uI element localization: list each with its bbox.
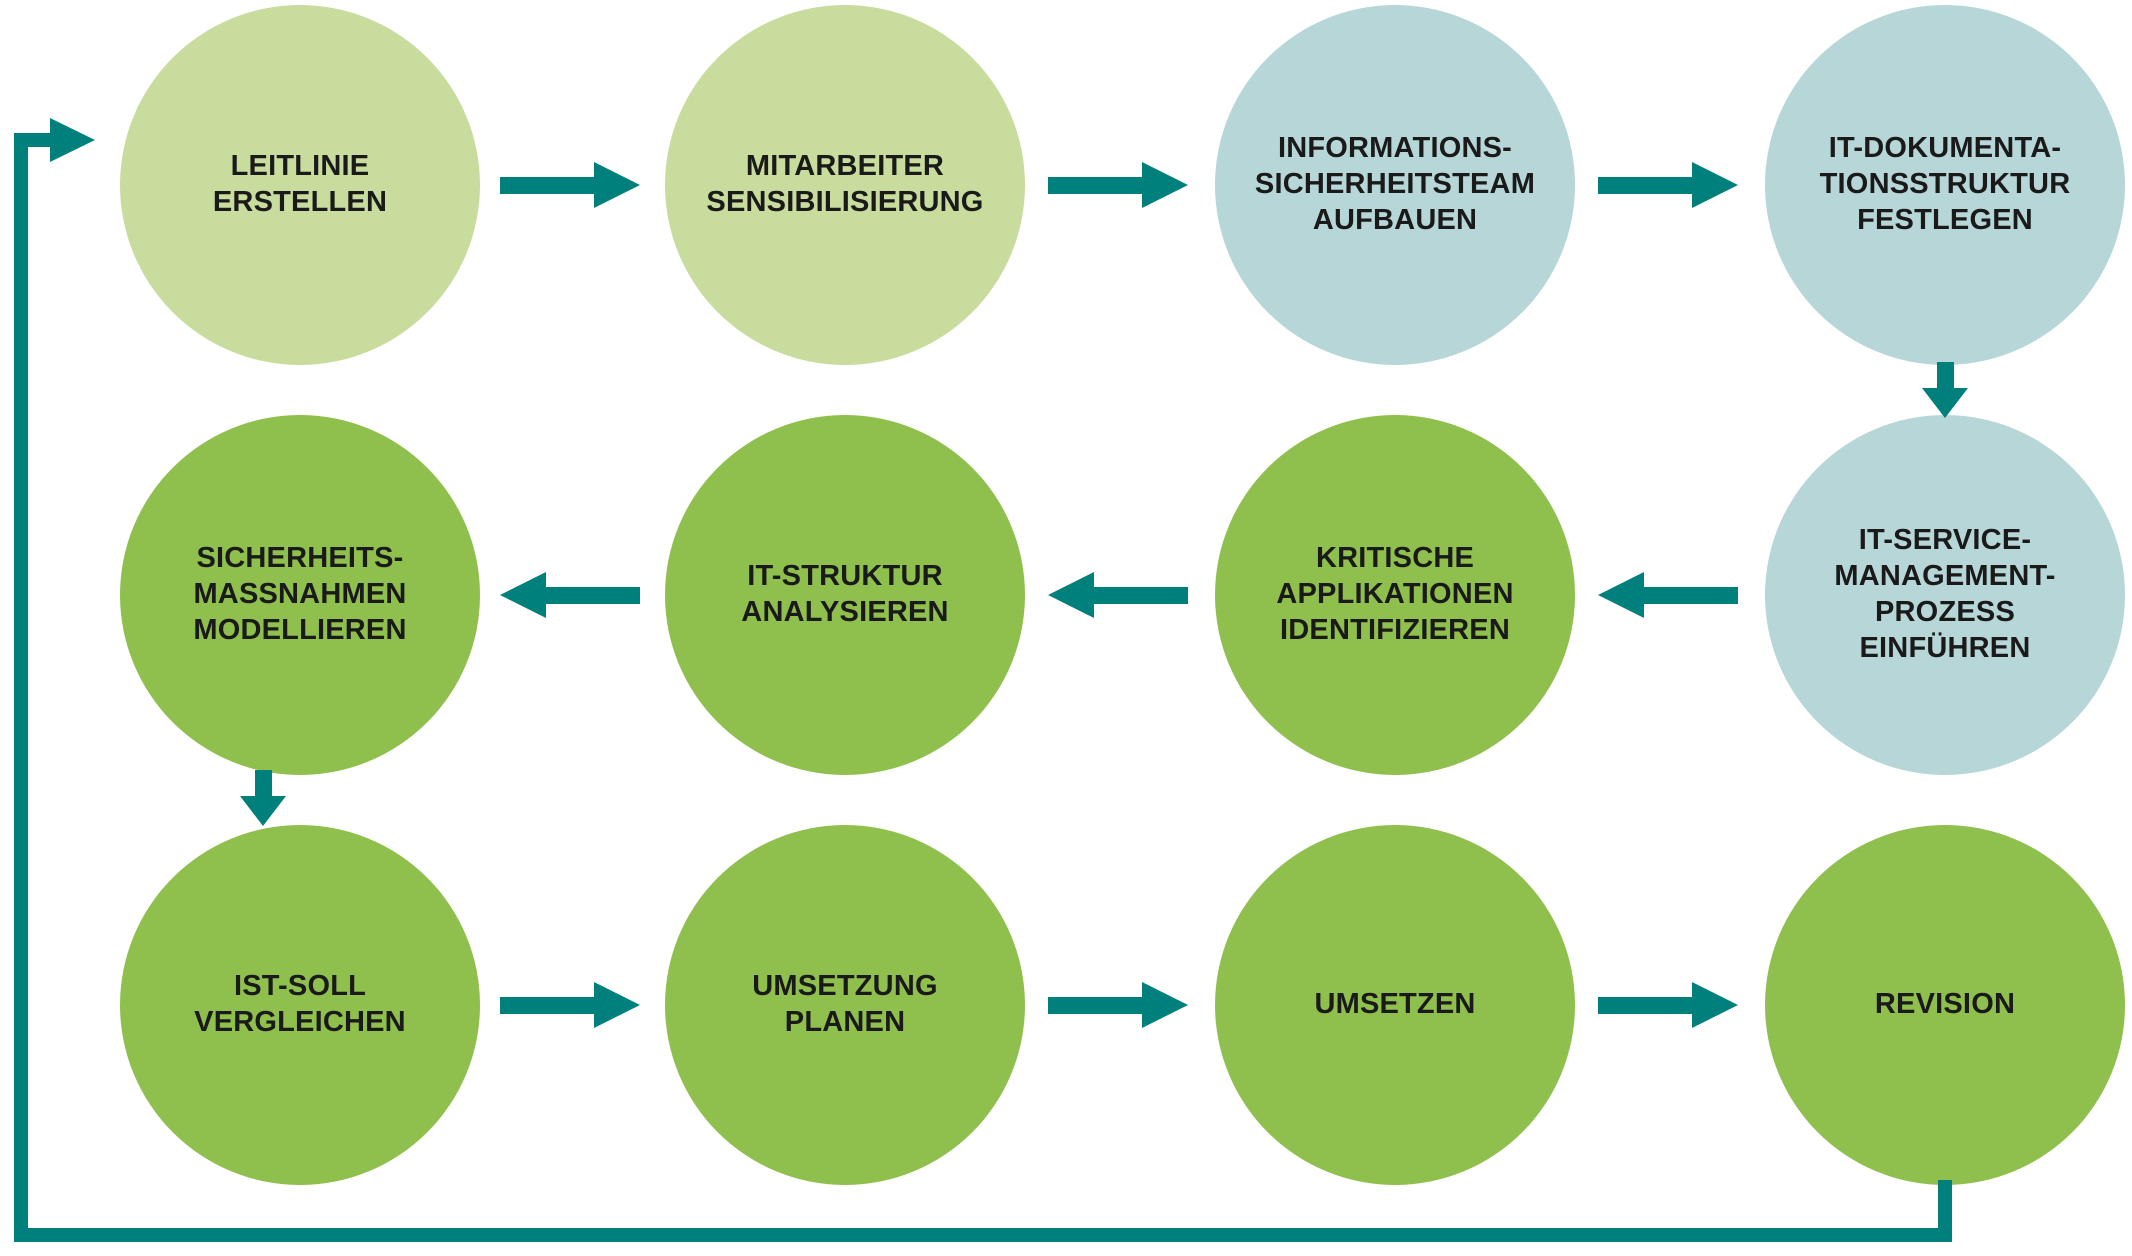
- arrow-shaft: [546, 586, 640, 604]
- node-umsetzen: UMSETZEN: [1215, 825, 1575, 1185]
- node-label: IT-STRUKTUR ANALYSIEREN: [741, 560, 949, 628]
- flow-arrow-right-icon: [1048, 162, 1188, 208]
- loop-line-left: [14, 133, 28, 1242]
- arrow-head: [594, 982, 640, 1028]
- node-it-service-management-prozess-einfuehren: IT-SERVICE- MANAGEMENT- PROZESS EINFÜHRE…: [1765, 415, 2125, 775]
- node-label: INFORMATIONS- SICHERHEITSTEAM AUFBAUEN: [1254, 132, 1536, 236]
- node-label: UMSETZEN: [1314, 988, 1476, 1021]
- arrow-shaft: [500, 996, 594, 1014]
- node-label: UMSETZUNG PLANEN: [752, 970, 938, 1038]
- arrow-head: [500, 572, 546, 618]
- node-label: REVISION: [1874, 988, 2016, 1021]
- arrow-shaft: [254, 770, 272, 796]
- node-umsetzung-planen: UMSETZUNG PLANEN: [665, 825, 1025, 1185]
- arrow-shaft: [1598, 176, 1692, 194]
- arrow-head: [1142, 982, 1188, 1028]
- flow-arrow-down-icon: [240, 770, 286, 826]
- arrow-shaft: [1094, 586, 1188, 604]
- flow-arrow-left-icon: [1048, 572, 1188, 618]
- node-mitarbeiter-sensibilisierung: MITARBEITER SENSIBILISIERUNG: [665, 5, 1025, 365]
- node-revision: REVISION: [1765, 825, 2125, 1185]
- loop-arrow-head-icon: [50, 118, 95, 162]
- node-leitlinie-erstellen: LEITLINIE ERSTELLEN: [120, 5, 480, 365]
- arrow-head: [1142, 162, 1188, 208]
- loop-line-return-shaft: [28, 133, 50, 147]
- arrow-shaft: [1936, 362, 1954, 388]
- arrow-head: [1922, 388, 1968, 418]
- node-label: IT-DOKUMENTA- TIONSSTRUKTUR FESTLEGEN: [1819, 132, 2071, 236]
- node-label: SICHERHEITS- MASSNAHMEN MODELLIEREN: [193, 542, 407, 646]
- node-it-struktur-analysieren: IT-STRUKTUR ANALYSIEREN: [665, 415, 1025, 775]
- arrow-head: [1692, 982, 1738, 1028]
- arrow-head: [1692, 162, 1738, 208]
- node-label: IT-SERVICE- MANAGEMENT- PROZESS EINFÜHRE…: [1834, 524, 2056, 664]
- node-kritische-applikationen-identifizieren: KRITISCHE APPLIKATIONEN IDENTIFIZIEREN: [1215, 415, 1575, 775]
- arrow-shaft: [500, 176, 594, 194]
- flow-arrow-right-icon: [1598, 982, 1738, 1028]
- flow-arrow-right-icon: [1048, 982, 1188, 1028]
- arrow-shaft: [1048, 996, 1142, 1014]
- flow-arrow-down-icon: [1922, 362, 1968, 418]
- flow-arrow-right-icon: [500, 982, 640, 1028]
- flow-arrow-left-icon: [1598, 572, 1738, 618]
- node-label: MITARBEITER SENSIBILISIERUNG: [706, 150, 984, 218]
- flow-arrow-left-icon: [500, 572, 640, 618]
- node-label: IST-SOLL VERGLEICHEN: [194, 970, 406, 1038]
- node-label: LEITLINIE ERSTELLEN: [212, 150, 388, 218]
- node-informationssicherheitsteam-aufbauen: INFORMATIONS- SICHERHEITSTEAM AUFBAUEN: [1215, 5, 1575, 365]
- node-sicherheitsmassnahmen-modellieren: SICHERHEITS- MASSNAHMEN MODELLIEREN: [120, 415, 480, 775]
- flow-arrow-right-icon: [1598, 162, 1738, 208]
- loop-line-revision-drop: [1938, 1180, 1952, 1242]
- arrow-shaft: [1048, 176, 1142, 194]
- node-ist-soll-vergleichen: IST-SOLL VERGLEICHEN: [120, 825, 480, 1185]
- arrow-head: [1048, 572, 1094, 618]
- node-it-dokumentationsstruktur-festlegen: IT-DOKUMENTA- TIONSSTRUKTUR FESTLEGEN: [1765, 5, 2125, 365]
- arrow-head: [240, 796, 286, 826]
- node-label: KRITISCHE APPLIKATIONEN IDENTIFIZIEREN: [1276, 542, 1514, 646]
- flow-arrow-right-icon: [500, 162, 640, 208]
- arrow-head: [1598, 572, 1644, 618]
- arrow-shaft: [1644, 586, 1738, 604]
- arrow-shaft: [1598, 996, 1692, 1014]
- loop-line-bottom: [14, 1228, 1952, 1242]
- arrow-head: [594, 162, 640, 208]
